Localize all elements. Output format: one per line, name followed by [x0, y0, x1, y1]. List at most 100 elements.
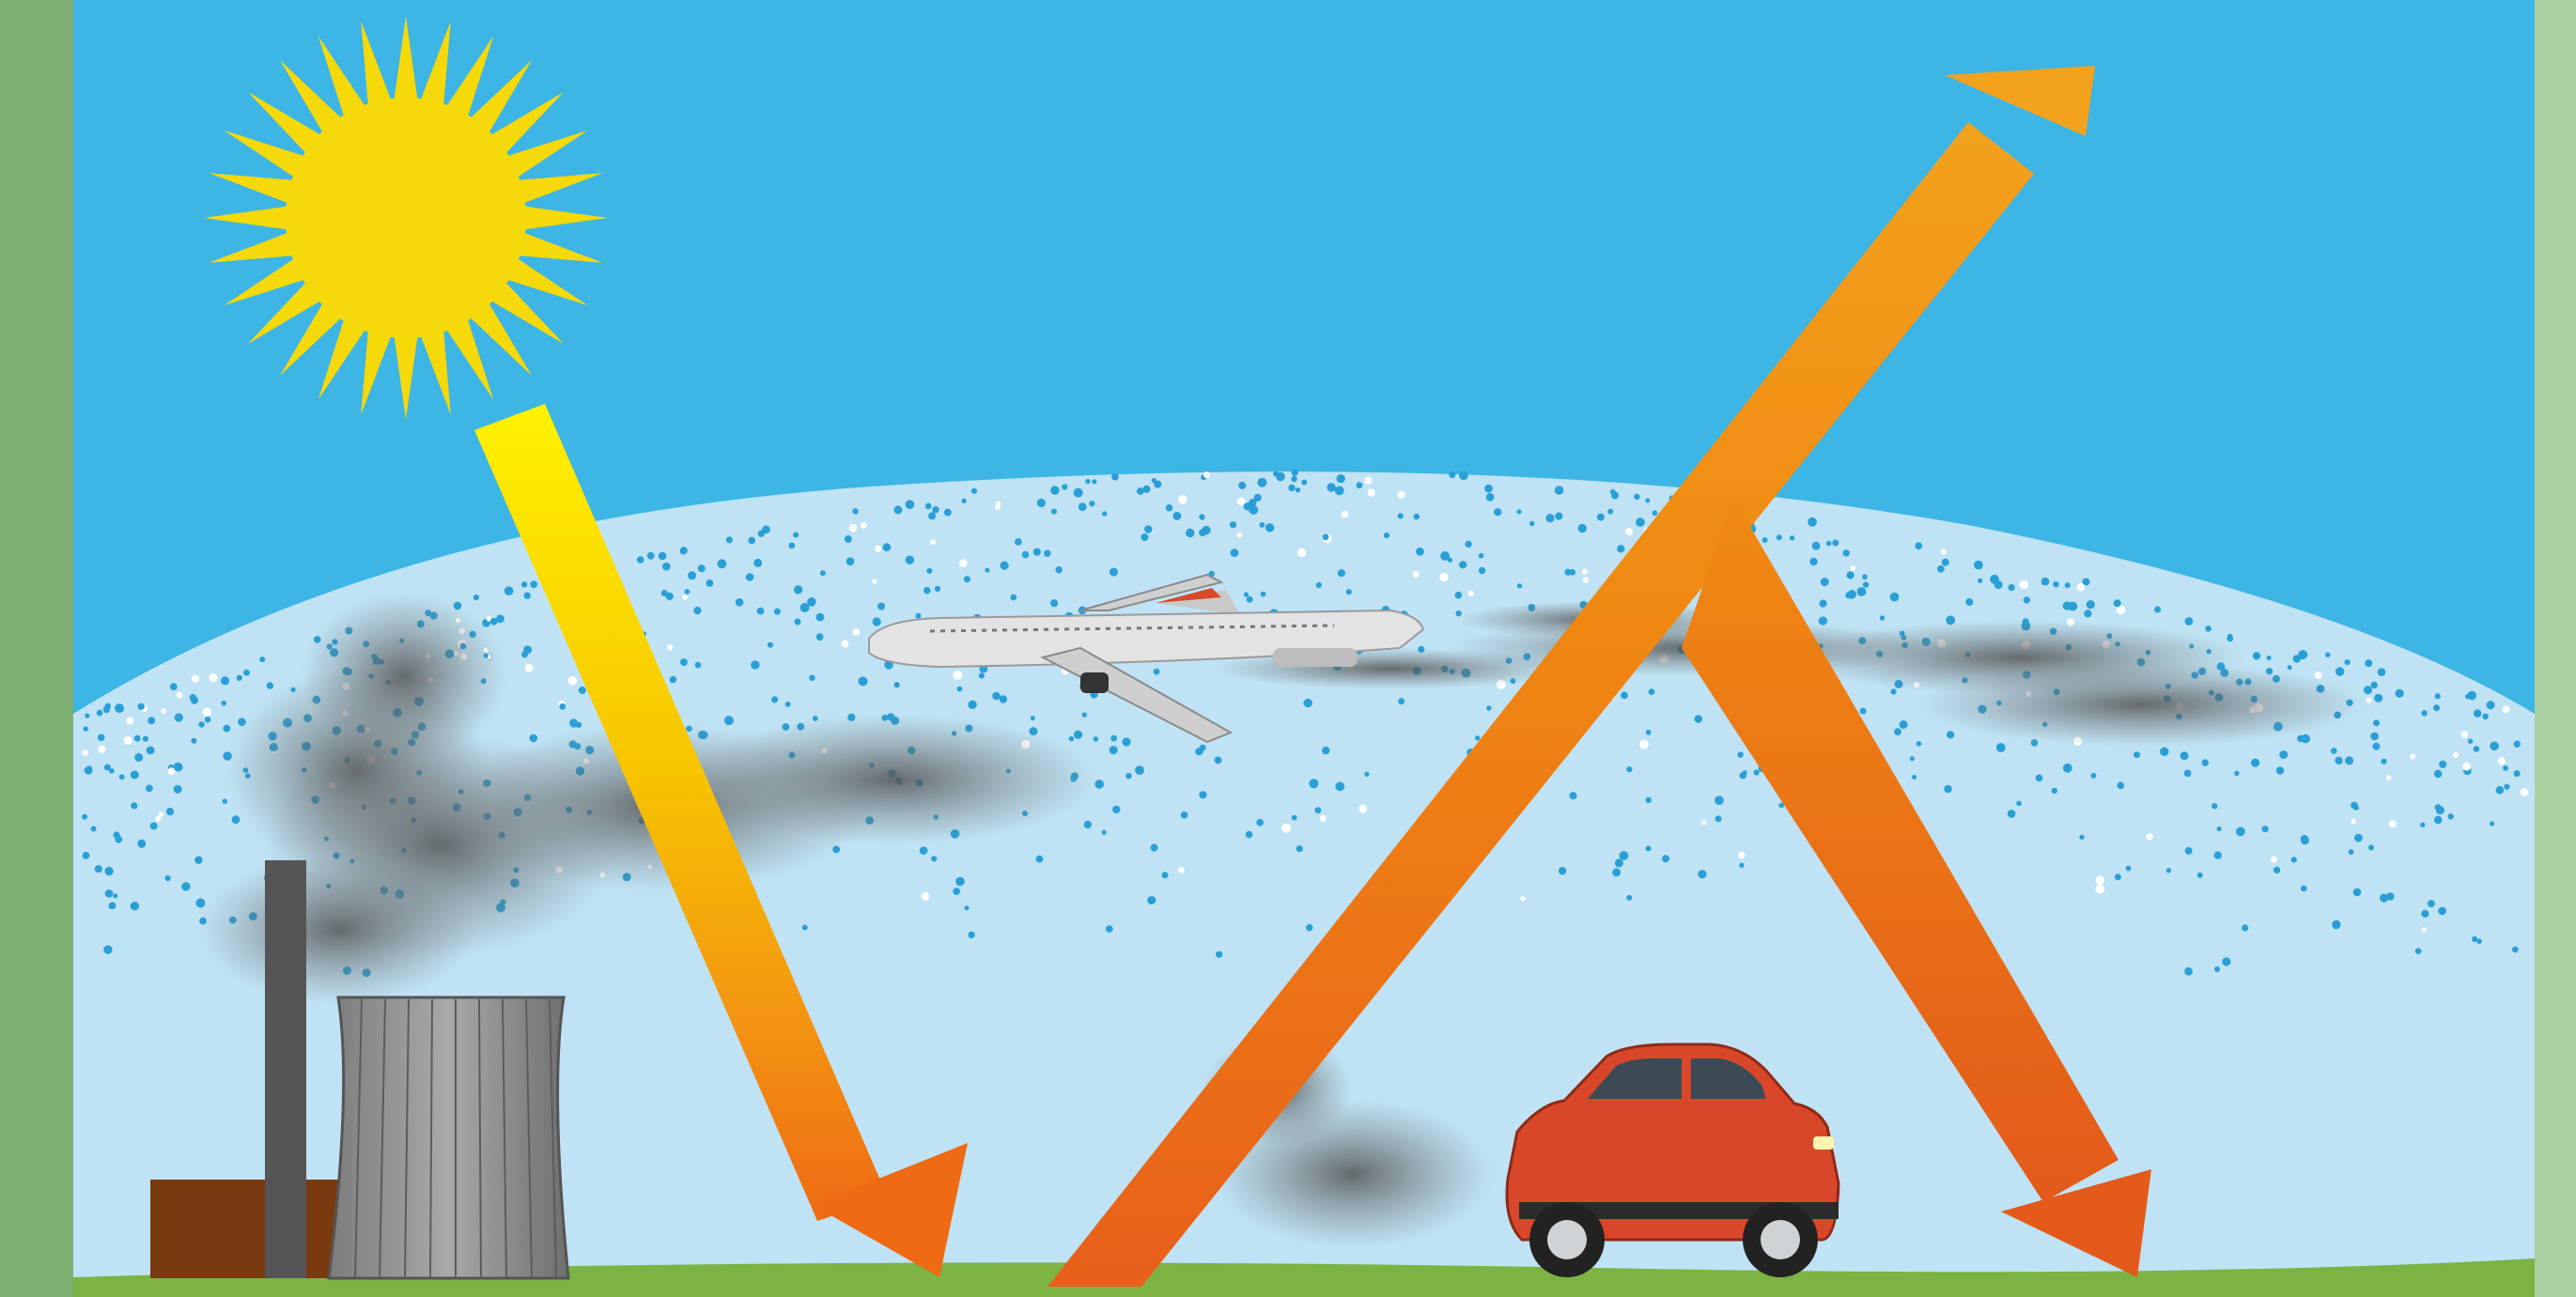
- gas-particle: [103, 764, 111, 771]
- gas-particle: [872, 617, 881, 626]
- gas-particle: [1055, 566, 1063, 574]
- gas-particle: [2473, 709, 2482, 718]
- gas-particle: [1141, 533, 1149, 541]
- gas-particle: [1545, 514, 1555, 523]
- gas-particle: [1965, 598, 1974, 606]
- gas-particle: [2279, 750, 2289, 760]
- gas-particle: [2490, 741, 2499, 751]
- gas-particle: [1216, 950, 1223, 958]
- gas-particle: [123, 736, 132, 745]
- gas-particle: [2520, 787, 2529, 796]
- gas-particle: [524, 663, 534, 672]
- gas-particle: [2354, 833, 2363, 842]
- gas-particle: [2467, 690, 2476, 701]
- gas-particle: [1397, 513, 1404, 519]
- gas-particle: [243, 669, 250, 676]
- gas-particle: [2125, 865, 2132, 872]
- gas-particle: [1739, 862, 1745, 868]
- gas-particle: [2273, 866, 2281, 874]
- gas-particle: [97, 733, 105, 742]
- gas-particle: [1662, 855, 1669, 863]
- gas-particle: [1645, 796, 1652, 804]
- gas-particle: [955, 876, 965, 887]
- gas-particle: [94, 865, 102, 873]
- gas-particle: [2385, 775, 2392, 780]
- gas-particle: [1626, 894, 1633, 901]
- gas-particle: [875, 545, 882, 553]
- gas-particle: [82, 813, 88, 820]
- gas-particle: [504, 586, 514, 595]
- gas-particle: [662, 562, 671, 571]
- gas-particle: [1516, 583, 1523, 589]
- gas-particle: [2335, 756, 2343, 765]
- gas-particle: [658, 551, 667, 561]
- gas-particle: [1944, 784, 1952, 794]
- gas-particle: [2503, 764, 2508, 771]
- gas-particle: [1246, 595, 1253, 603]
- incoming-radiation-arrow: [474, 404, 968, 1277]
- gas-particle: [1614, 858, 1623, 868]
- gas-particle: [82, 749, 89, 756]
- gas-particle: [2242, 924, 2249, 932]
- gas-particle: [1050, 486, 1060, 495]
- gas-particle: [1455, 610, 1462, 617]
- gas-particle: [846, 557, 855, 566]
- gas-particle: [2082, 578, 2090, 586]
- gas-particle: [1778, 802, 1785, 809]
- gas-particle: [1035, 855, 1044, 863]
- gas-particle: [660, 590, 668, 596]
- gas-particle: [1607, 508, 1614, 515]
- gas-particle: [108, 902, 116, 910]
- gas-particle: [164, 875, 171, 882]
- gas-particle: [2502, 705, 2510, 714]
- gas-particle: [762, 525, 770, 534]
- gas-particle: [2095, 875, 2104, 886]
- gas-particle: [1345, 589, 1352, 595]
- gas-particle: [1850, 565, 1856, 571]
- gas-particle: [2504, 783, 2510, 790]
- gas-particle: [1484, 484, 1493, 493]
- gas-particle: [2366, 697, 2372, 703]
- gas-particle: [915, 612, 922, 619]
- gas-particle: [2388, 820, 2397, 828]
- gas-particle: [1529, 520, 1535, 527]
- gas-particle: [1199, 514, 1205, 520]
- gas-particle: [2301, 836, 2309, 845]
- gas-particle: [1236, 497, 1246, 506]
- gas-particle: [1915, 542, 1923, 550]
- gas-particle: [2236, 826, 2245, 837]
- gas-particle: [1554, 486, 1564, 495]
- gas-particle: [134, 752, 144, 762]
- gas-particle: [1335, 781, 1345, 792]
- gas-particle: [2252, 652, 2261, 660]
- gas-particle: [1125, 773, 1132, 780]
- gas-particle: [115, 703, 125, 714]
- gas-particle: [520, 581, 528, 588]
- gas-particle: [784, 701, 791, 707]
- gas-particle: [1089, 501, 1095, 507]
- gas-particle: [2019, 579, 2029, 590]
- gas-particle: [753, 558, 763, 567]
- gas-particle: [1314, 807, 1322, 814]
- gas-particle: [2348, 849, 2354, 856]
- gas-particle: [2160, 747, 2169, 756]
- gas-particle: [2395, 688, 2404, 698]
- gas-particle: [1645, 498, 1651, 503]
- gas-particle: [882, 543, 892, 552]
- gas-particle: [963, 576, 970, 583]
- gas-particle: [2184, 617, 2194, 625]
- gas-particle: [725, 536, 734, 544]
- reflected-radiation-arrow: [1682, 498, 2151, 1277]
- gas-particle: [486, 616, 492, 622]
- gas-particle: [1186, 528, 1195, 538]
- gas-particle: [1327, 483, 1336, 492]
- gas-particle: [2090, 772, 2097, 779]
- gas-particle: [103, 945, 113, 954]
- gas-particle: [1367, 488, 1375, 497]
- gas-particle: [1564, 568, 1572, 576]
- gas-particle: [1295, 487, 1301, 493]
- gas-particle: [1820, 578, 1829, 587]
- gas-particle: [266, 682, 274, 689]
- gas-particle: [1165, 504, 1173, 512]
- gas-particle: [1940, 548, 1947, 555]
